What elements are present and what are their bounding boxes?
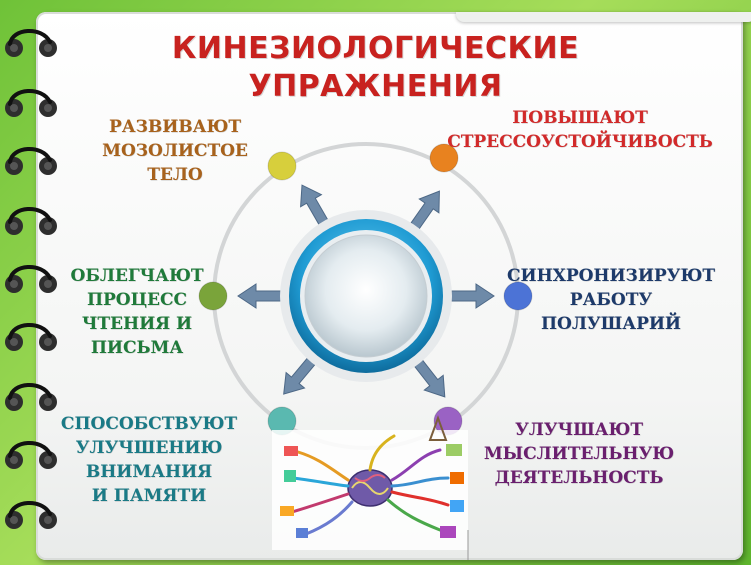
arrow-stress (409, 190, 440, 231)
label-attention-memory: СПОСОБСТВУЮТ УЛУЧШЕНИЮ ВНИМАНИЯ И ПАМЯТИ (60, 414, 238, 506)
arrow-reading (237, 283, 283, 309)
ring-binder-icon (0, 206, 70, 236)
arrow-hemispheres (449, 283, 495, 309)
ring-binder-icon (0, 382, 70, 412)
title-line-1: КИНЕЗИОЛОГИЧЕСКИЕ (171, 31, 580, 66)
arrow-thinking (413, 358, 446, 398)
label-thinking: УЛУЧШАЮТ МЫСЛИТЕЛЬНУЮ ДЕЯТЕЛЬНОСТЬ (483, 420, 675, 488)
ring-binder-icon (0, 440, 70, 470)
ring-binder-icon (0, 146, 70, 176)
brain-mindmap-illustration (272, 415, 469, 560)
label-hemispheres: СИНХРОНИЗИРУЮТ РАБОТУ ПОЛУШАРИЙ (507, 266, 715, 334)
arrows-group (237, 184, 495, 398)
ring-binder-icon (0, 264, 70, 294)
ring-binder-icon (0, 88, 70, 118)
ring-binder-icon (0, 322, 70, 352)
board-top-tab (456, 12, 751, 22)
title-line-2: УПРАЖНЕНИЯ (248, 69, 503, 104)
dot-corpus (267, 151, 297, 181)
arrow-attention (283, 356, 317, 395)
label-corpus-callosum: РАЗВИВАЮТ МОЗОЛИСТОЕ ТЕЛО (102, 117, 248, 185)
dot-reading (198, 281, 228, 311)
hub-center (304, 234, 428, 358)
ring-binder-icon (0, 28, 70, 58)
ring-binder-icon (0, 500, 70, 530)
label-reading-writing: ОБЛЕГЧАЮТ ПРОЦЕСС ЧТЕНИЯ И ПИСЬМА (70, 266, 204, 358)
arrow-corpus (300, 184, 329, 227)
dot-hemispheres (503, 281, 533, 311)
dot-stress (429, 143, 459, 173)
label-stress-resistance: ПОВЫШАЮТ СТРЕССОУСТОЙЧИВОСТЬ (447, 108, 713, 152)
